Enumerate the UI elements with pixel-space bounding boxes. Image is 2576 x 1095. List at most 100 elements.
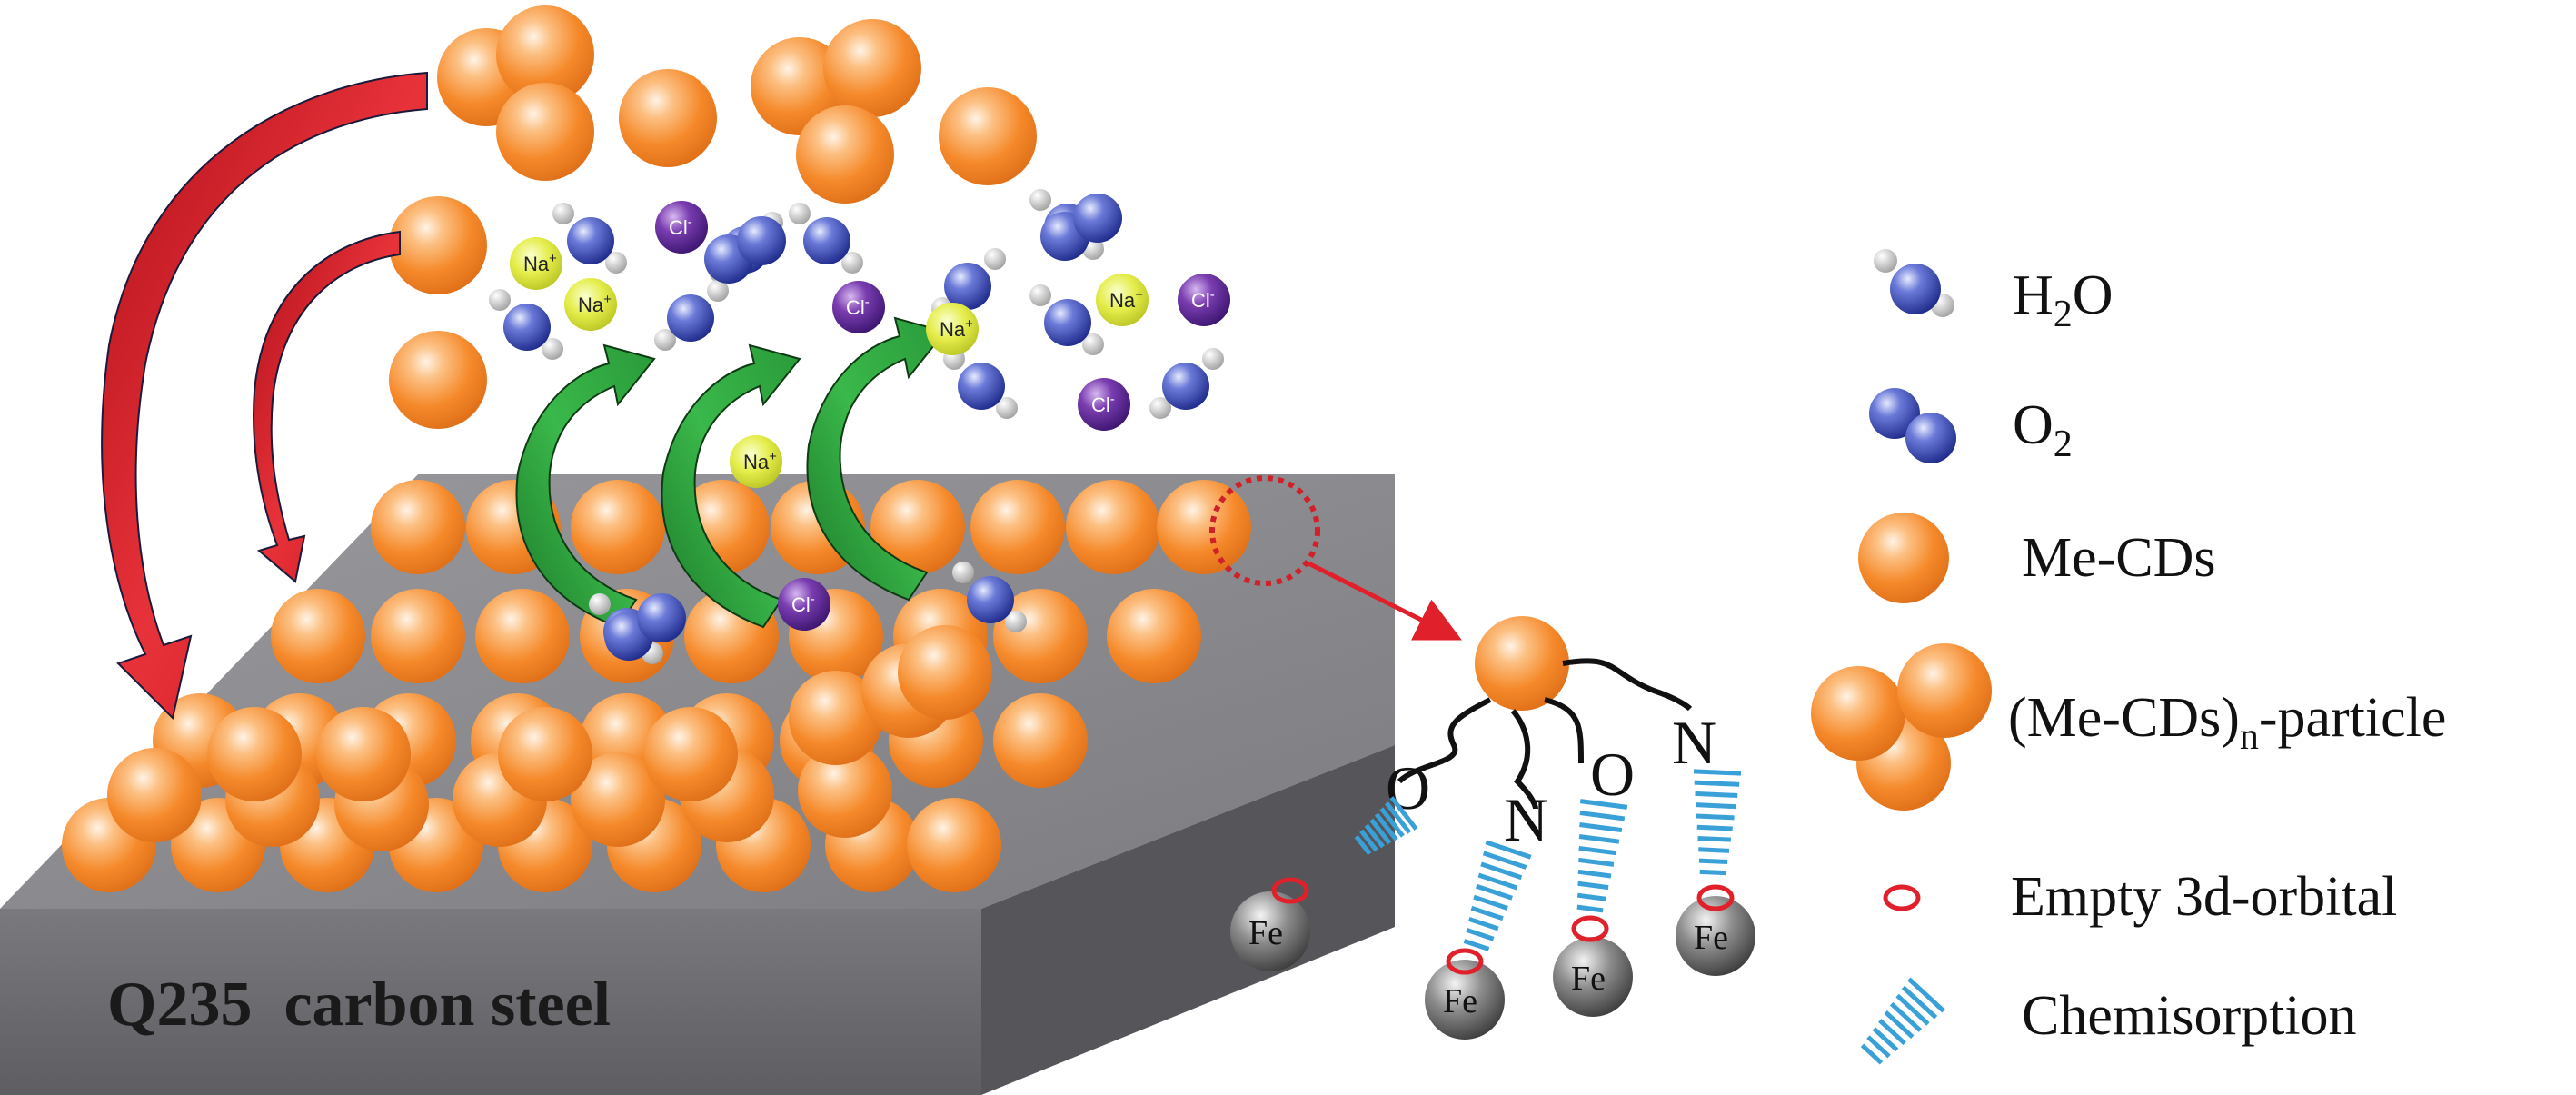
sodium-ion: Na+ bbox=[1096, 274, 1149, 326]
fe-label: Fe bbox=[1443, 982, 1477, 1020]
adsorbed-cd bbox=[371, 480, 465, 574]
fe-label: Fe bbox=[1571, 960, 1606, 998]
adsorbed-cd bbox=[1107, 589, 1201, 683]
red-arrow-large bbox=[101, 71, 428, 720]
electrolyte-species: Na+ Na+ Na+ Na+ Na+ Cl- Cl- Cl- Cl- Cl- bbox=[489, 189, 1230, 664]
adsorbed-cd bbox=[1157, 480, 1251, 574]
functional-chains bbox=[1397, 658, 1693, 810]
green-arrow-3 bbox=[806, 316, 947, 602]
adsorbed-cd bbox=[789, 671, 883, 765]
water-molecule bbox=[654, 280, 729, 351]
adsorption-arrows bbox=[101, 71, 428, 720]
chloride-ion: Cl- bbox=[832, 281, 885, 333]
adsorbed-cd bbox=[107, 748, 202, 842]
particle-cd bbox=[796, 105, 894, 204]
sodium-ion-label: Na+ bbox=[743, 449, 777, 473]
adsorbed-cd bbox=[870, 480, 965, 574]
water-molecule bbox=[489, 289, 563, 360]
chloride-ion-label: Cl- bbox=[669, 214, 692, 239]
heteroatom-n1: N bbox=[1504, 785, 1548, 854]
steel-label: Q235 carbon steel bbox=[107, 970, 611, 1040]
steel-side-face bbox=[981, 745, 1395, 1095]
legend-orbital-icon bbox=[1883, 884, 1921, 911]
dispersed-cds bbox=[389, 5, 1037, 429]
chloride-ion: Cl- bbox=[1178, 274, 1230, 326]
free-cd bbox=[389, 196, 487, 294]
adsorbed-cd bbox=[316, 707, 411, 801]
fe-atom: Fe bbox=[1230, 877, 1310, 971]
legend-particle-icon bbox=[1811, 643, 1992, 811]
chemisorption-bond bbox=[1693, 769, 1742, 876]
sodium-ion: Na+ bbox=[510, 237, 562, 290]
fe-atom: Fe bbox=[1553, 915, 1633, 1017]
empty-3d-orbital bbox=[1696, 884, 1735, 911]
chemisorption-bond bbox=[1463, 840, 1532, 951]
water-molecule bbox=[552, 203, 627, 274]
adsorbed-cd bbox=[798, 743, 892, 838]
adsorbed-cd bbox=[271, 589, 365, 683]
particle-cd bbox=[823, 19, 921, 117]
sodium-ion-label: Na+ bbox=[1109, 287, 1143, 312]
adsorbed-cd bbox=[993, 693, 1088, 788]
chemisorption-bond bbox=[1354, 796, 1418, 856]
legend-particle-label: (Me-CDs)n-particle bbox=[2008, 687, 2446, 758]
chemisorption-bond bbox=[1576, 799, 1628, 913]
steel-front-face bbox=[0, 909, 981, 1095]
adsorbed-cd bbox=[643, 707, 738, 801]
sodium-ion: Na+ bbox=[730, 435, 782, 488]
chloride-ion: Cl- bbox=[655, 201, 708, 254]
free-cd bbox=[389, 331, 487, 429]
adsorbed-cd bbox=[498, 707, 592, 801]
detail-cd-sphere bbox=[1475, 616, 1569, 711]
fe-label: Fe bbox=[1248, 914, 1283, 952]
red-arrow-small bbox=[253, 230, 401, 583]
sodium-ion: Na+ bbox=[926, 303, 979, 355]
sodium-ion-label: Na+ bbox=[578, 292, 612, 316]
free-cd bbox=[939, 87, 1037, 185]
legend-cd-label: Me-CDs bbox=[2022, 527, 2216, 589]
chloride-ion-label: Cl- bbox=[846, 294, 870, 319]
legend-water-label: H2O bbox=[2013, 264, 2114, 335]
adsorbed-cd bbox=[371, 589, 465, 683]
legend-oxygen-icon bbox=[1869, 388, 1956, 463]
sodium-ion-label: Na+ bbox=[523, 251, 557, 275]
water-molecule bbox=[789, 203, 863, 274]
legend-water-icon bbox=[1874, 249, 1954, 317]
legend-cd-icon bbox=[1858, 513, 1949, 603]
fe-label: Fe bbox=[1694, 919, 1728, 957]
particle-cd bbox=[496, 83, 594, 181]
zoom-arrow bbox=[1307, 561, 1462, 641]
legend: H2O O2 Me-CDs (Me-CDs)n-particle Empty 3… bbox=[1811, 249, 2446, 1065]
chloride-ion: Cl- bbox=[1078, 378, 1130, 431]
empty-3d-orbital bbox=[1446, 948, 1484, 975]
water-molecule bbox=[1149, 348, 1224, 419]
legend-chemisorption-label: Chemisorption bbox=[2022, 985, 2357, 1047]
adsorbed-cd bbox=[207, 707, 302, 801]
empty-3d-orbital bbox=[1271, 877, 1309, 904]
free-cd bbox=[619, 69, 717, 167]
chloride-ion-label: Cl- bbox=[1191, 287, 1215, 312]
sodium-ion-label: Na+ bbox=[940, 316, 973, 341]
oxygen-molecule bbox=[1040, 194, 1122, 261]
adsorbed-cd bbox=[1066, 480, 1160, 574]
heteroatom-o2: O bbox=[1590, 740, 1635, 809]
water-molecule bbox=[952, 562, 1027, 632]
chemisorption-bonds bbox=[1354, 769, 1742, 951]
adsorbed-cd bbox=[571, 480, 665, 574]
fe-atom: Fe bbox=[1425, 948, 1505, 1040]
fe-atom: Fe bbox=[1676, 884, 1755, 976]
desorption-arrows bbox=[515, 316, 947, 629]
adsorbed-cd bbox=[970, 480, 1065, 574]
adsorbed-cd bbox=[571, 752, 665, 847]
green-arrow-1 bbox=[515, 343, 656, 629]
sodium-ion: Na+ bbox=[564, 278, 617, 331]
chloride-ion-label: Cl- bbox=[1091, 392, 1115, 416]
adsorbed-cd bbox=[898, 625, 992, 720]
legend-chemisorption-dashes bbox=[1860, 977, 1945, 1065]
legend-chemisorption-icon bbox=[1860, 977, 1945, 1065]
legend-oxygen-label: O2 bbox=[2013, 394, 2073, 465]
chloride-ion: Cl- bbox=[778, 578, 830, 631]
